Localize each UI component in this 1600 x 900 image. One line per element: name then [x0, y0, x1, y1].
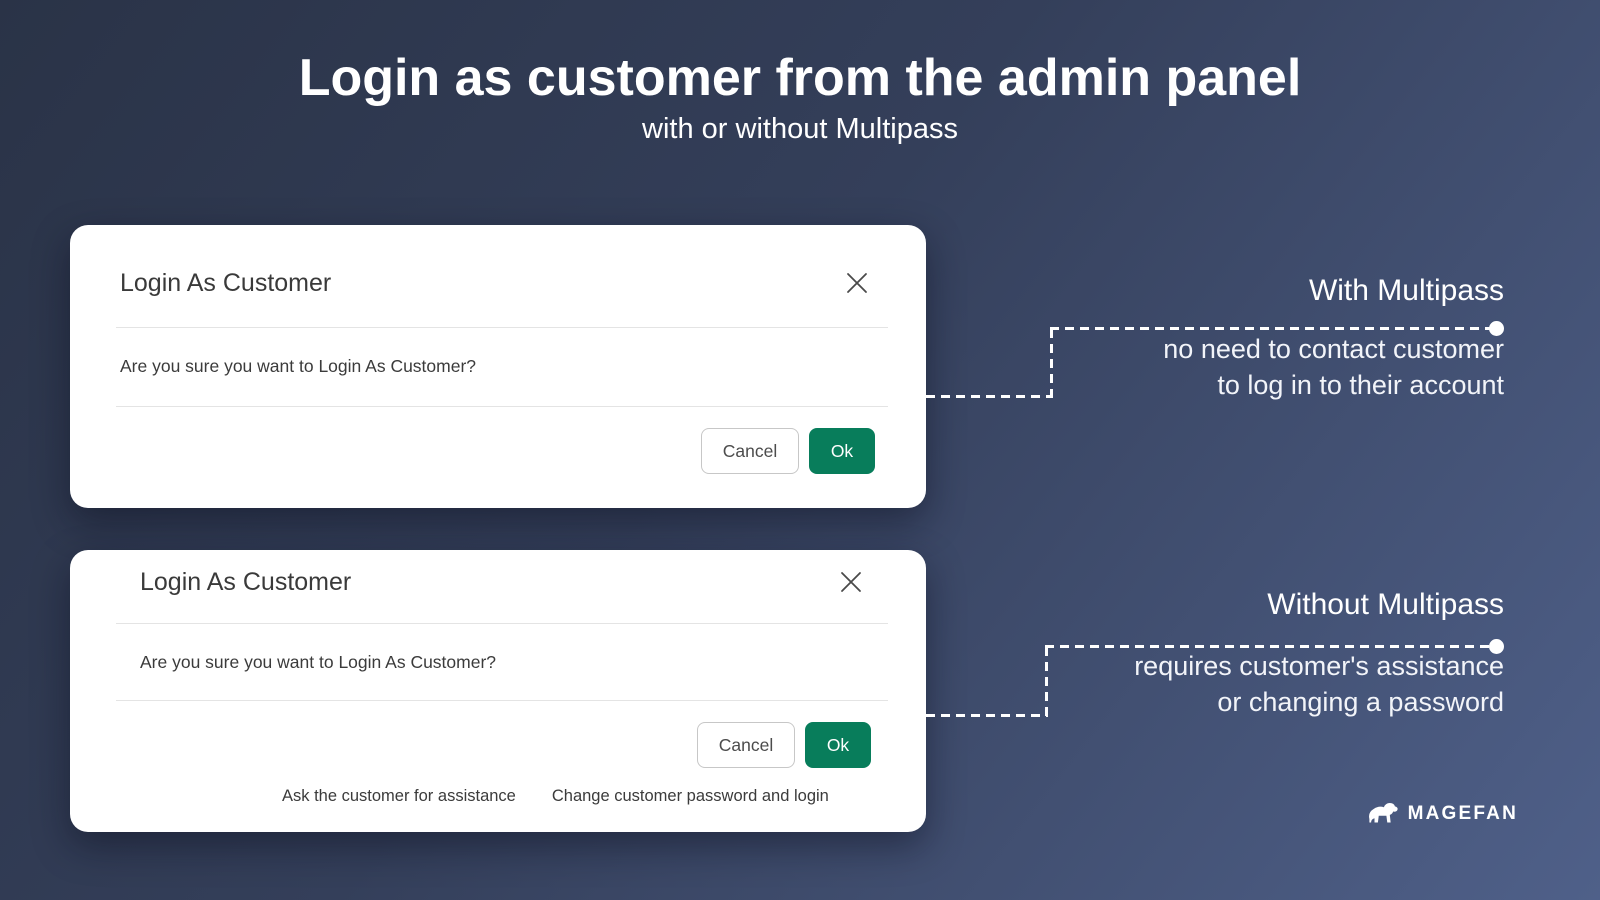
modal-confirmation-text: Are you sure you want to Login As Custom…: [120, 356, 477, 376]
divider: [116, 327, 888, 328]
description-line: requires customer's assistance: [1134, 651, 1504, 681]
page-title: Login as customer from the admin panel: [298, 49, 1302, 107]
connector-line: [926, 714, 1048, 717]
connector-line: [1050, 327, 1494, 330]
without-multipass-description: requires customer's assistance or changi…: [1134, 648, 1504, 720]
login-as-customer-modal-without-multipass: Login As Customer Are you sure you want …: [70, 550, 926, 832]
login-as-customer-modal-with-multipass: Login As Customer Are you sure you want …: [70, 225, 926, 508]
modal-confirmation-text: Are you sure you want to Login As Custom…: [140, 652, 497, 672]
modal-title: Login As Customer: [120, 269, 332, 297]
modal-actions: Cancel Ok: [697, 722, 871, 768]
without-multipass-heading: Without Multipass: [1267, 588, 1504, 621]
modal-footer-links: Ask the customer for assistance Change c…: [282, 787, 829, 806]
page-subtitle: with or without Multipass: [642, 113, 958, 145]
ok-button[interactable]: Ok: [809, 428, 875, 474]
description-line: to log in to their account: [1217, 370, 1504, 400]
with-multipass-heading: With Multipass: [1308, 274, 1504, 307]
divider: [116, 406, 888, 407]
divider: [116, 623, 888, 624]
magefan-logo: MAGEFAN: [1366, 798, 1518, 830]
with-multipass-description: no need to contact customer to log in to…: [1163, 331, 1504, 403]
description-line: or changing a password: [1217, 687, 1504, 717]
logo-wordmark: MAGEFAN: [1407, 803, 1518, 824]
connector-line: [1050, 329, 1053, 397]
connector-line: [1045, 645, 1494, 648]
ask-customer-assistance-link[interactable]: Ask the customer for assistance: [282, 787, 516, 805]
close-icon[interactable]: [838, 569, 864, 595]
cancel-button[interactable]: Cancel: [697, 722, 795, 768]
modal-actions: Cancel Ok: [701, 428, 875, 474]
description-line: no need to contact customer: [1163, 334, 1504, 364]
divider: [116, 700, 888, 701]
ok-button[interactable]: Ok: [805, 722, 871, 768]
close-icon[interactable]: [844, 270, 870, 296]
connector-line: [1045, 647, 1048, 716]
connector-line: [926, 395, 1053, 398]
change-password-login-link[interactable]: Change customer password and login: [551, 787, 829, 805]
cancel-button[interactable]: Cancel: [701, 428, 799, 474]
connector-dot-icon: [1489, 639, 1504, 654]
connector-dot-icon: [1489, 321, 1504, 336]
modal-title: Login As Customer: [140, 568, 352, 596]
gorilla-icon: [1366, 798, 1400, 830]
